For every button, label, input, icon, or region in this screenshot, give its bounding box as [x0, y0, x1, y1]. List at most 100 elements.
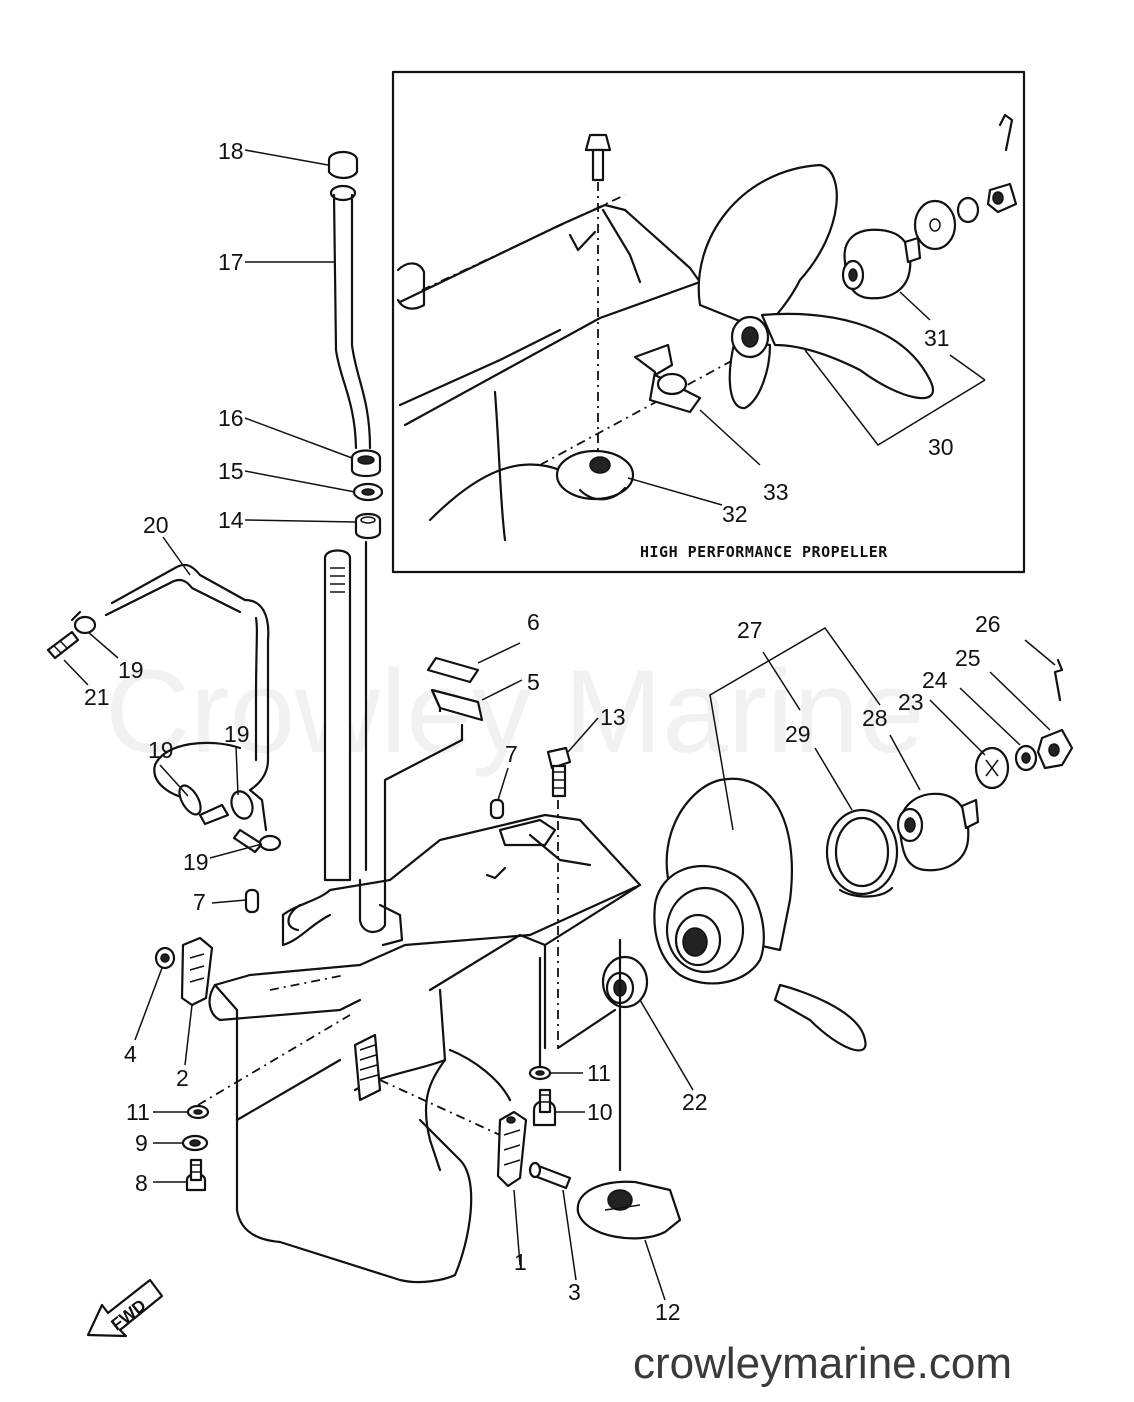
- leader-7-upper: [497, 767, 509, 801]
- dowel-pin-7-upper: [489, 798, 505, 820]
- callout-30: 30: [928, 434, 954, 460]
- leader-19-left: [159, 764, 189, 797]
- casing-dashline-left: [269, 974, 346, 991]
- leader-30b: [949, 354, 986, 381]
- callout-28: 28: [862, 705, 888, 731]
- callout-22: 22: [682, 1089, 708, 1115]
- leader-4: [134, 967, 163, 1041]
- trim-tab-12: [576, 1180, 682, 1240]
- callout-4: 4: [124, 1041, 137, 1067]
- callout-26: 26: [975, 611, 1001, 637]
- inset-frame: [391, 70, 1026, 574]
- anode-1: [496, 1110, 528, 1188]
- callout-18: 18: [218, 138, 244, 164]
- thrust-spacer-31: [841, 228, 922, 300]
- cotter-pin-26: [1053, 658, 1064, 702]
- watermark-text: Crowley Marine: [105, 646, 925, 778]
- callout-24: 24: [922, 667, 948, 693]
- dowel-pin-7-lower: [244, 888, 260, 914]
- grommet-16: [350, 449, 382, 478]
- pilot-water-hose-20: [104, 563, 270, 832]
- anode-2: [180, 936, 214, 1007]
- callout-20: 20: [143, 512, 169, 538]
- propeller-nut-25: [1036, 728, 1074, 770]
- callout-19-mid: 19: [224, 721, 250, 747]
- leader-24: [959, 687, 1021, 746]
- grommet-14: [354, 512, 382, 540]
- propeller-clip-33: [633, 343, 702, 414]
- lower-casing: [208, 813, 642, 1284]
- bolt-10: [532, 1088, 557, 1127]
- forward-direction-arrow: FWD: [86, 1278, 164, 1338]
- leader-16: [244, 417, 353, 459]
- propeller-29: [653, 777, 867, 1052]
- cover-plate-5: [430, 688, 484, 722]
- drive-shaft: [323, 549, 352, 882]
- washer-24: [1014, 744, 1038, 772]
- inset-cotter-pin: [998, 113, 1014, 152]
- hose-clip-19-top: [70, 610, 97, 635]
- leader-19-bottom: [209, 843, 263, 859]
- callout-23: 23: [898, 689, 924, 715]
- leader-19-top: [87, 631, 119, 659]
- thrust-spacer-28: [896, 792, 980, 872]
- water-tube-assembly: [327, 150, 384, 872]
- bracket-30: [804, 349, 986, 446]
- callout-3: 3: [568, 1279, 581, 1305]
- grease-nipple-4: [154, 946, 176, 970]
- screw-3: [528, 1161, 572, 1190]
- callout-33: 33: [763, 479, 789, 505]
- leader-20: [162, 536, 191, 576]
- plate-dashline: [383, 723, 464, 892]
- leader-21: [63, 659, 89, 686]
- grommet-18: [327, 150, 359, 180]
- callout-1: 1: [514, 1249, 527, 1275]
- bushing-29: [825, 808, 899, 898]
- callout-19-left: 19: [148, 737, 174, 763]
- leader-31: [899, 291, 931, 321]
- leader-23: [929, 699, 986, 756]
- leader-19-mid: [235, 745, 239, 796]
- inset-top-bolt: [584, 133, 612, 182]
- callout-2: 2: [176, 1065, 189, 1091]
- oil-seal-housing-22: [601, 955, 649, 1009]
- inset-dashline-left: [421, 194, 626, 291]
- water-tube-17: [329, 184, 372, 450]
- leader-1: [513, 1189, 521, 1266]
- watermark-url: crowleymarine.com: [633, 1339, 1012, 1388]
- callout-29: 29: [785, 721, 811, 747]
- leader-26: [1024, 639, 1056, 666]
- callout-17: 17: [218, 249, 244, 275]
- callout-8: 8: [135, 1170, 148, 1196]
- leader-25: [989, 671, 1051, 731]
- leader-33: [699, 409, 761, 466]
- leader-14: [244, 519, 356, 523]
- bolt-13: [546, 746, 572, 798]
- leader-29: [814, 747, 853, 811]
- inset-title: HIGH PERFORMANCE PROPELLER: [640, 543, 888, 561]
- inset-washer-plate: [913, 199, 957, 251]
- callout-12: 12: [655, 1299, 681, 1325]
- anode-connector-line: [556, 1008, 617, 1050]
- callout-21: 21: [84, 684, 110, 710]
- callout-19-top: 19: [118, 657, 144, 683]
- leader-7-lower: [211, 899, 247, 904]
- callout-14: 14: [218, 507, 244, 533]
- inset-gearcase-outline: [396, 203, 702, 542]
- inset-prop-nut: [986, 182, 1018, 214]
- callout-7-lower: 7: [193, 889, 206, 915]
- leader-22: [639, 999, 694, 1091]
- callout-9: 9: [135, 1130, 148, 1156]
- callout-13: 13: [600, 704, 626, 730]
- hose-clip-19-loop: [153, 741, 282, 854]
- high-performance-propeller-30: [697, 163, 934, 410]
- washer-11-left: [186, 1104, 210, 1120]
- callout-10: 10: [587, 1099, 613, 1125]
- leader-12: [644, 1239, 666, 1301]
- washer-11-right: [528, 1065, 552, 1081]
- leader-29-upper: [762, 651, 801, 711]
- inset-washer: [956, 196, 980, 224]
- callout-7-upper: 7: [505, 741, 518, 767]
- washer-23: [974, 746, 1010, 790]
